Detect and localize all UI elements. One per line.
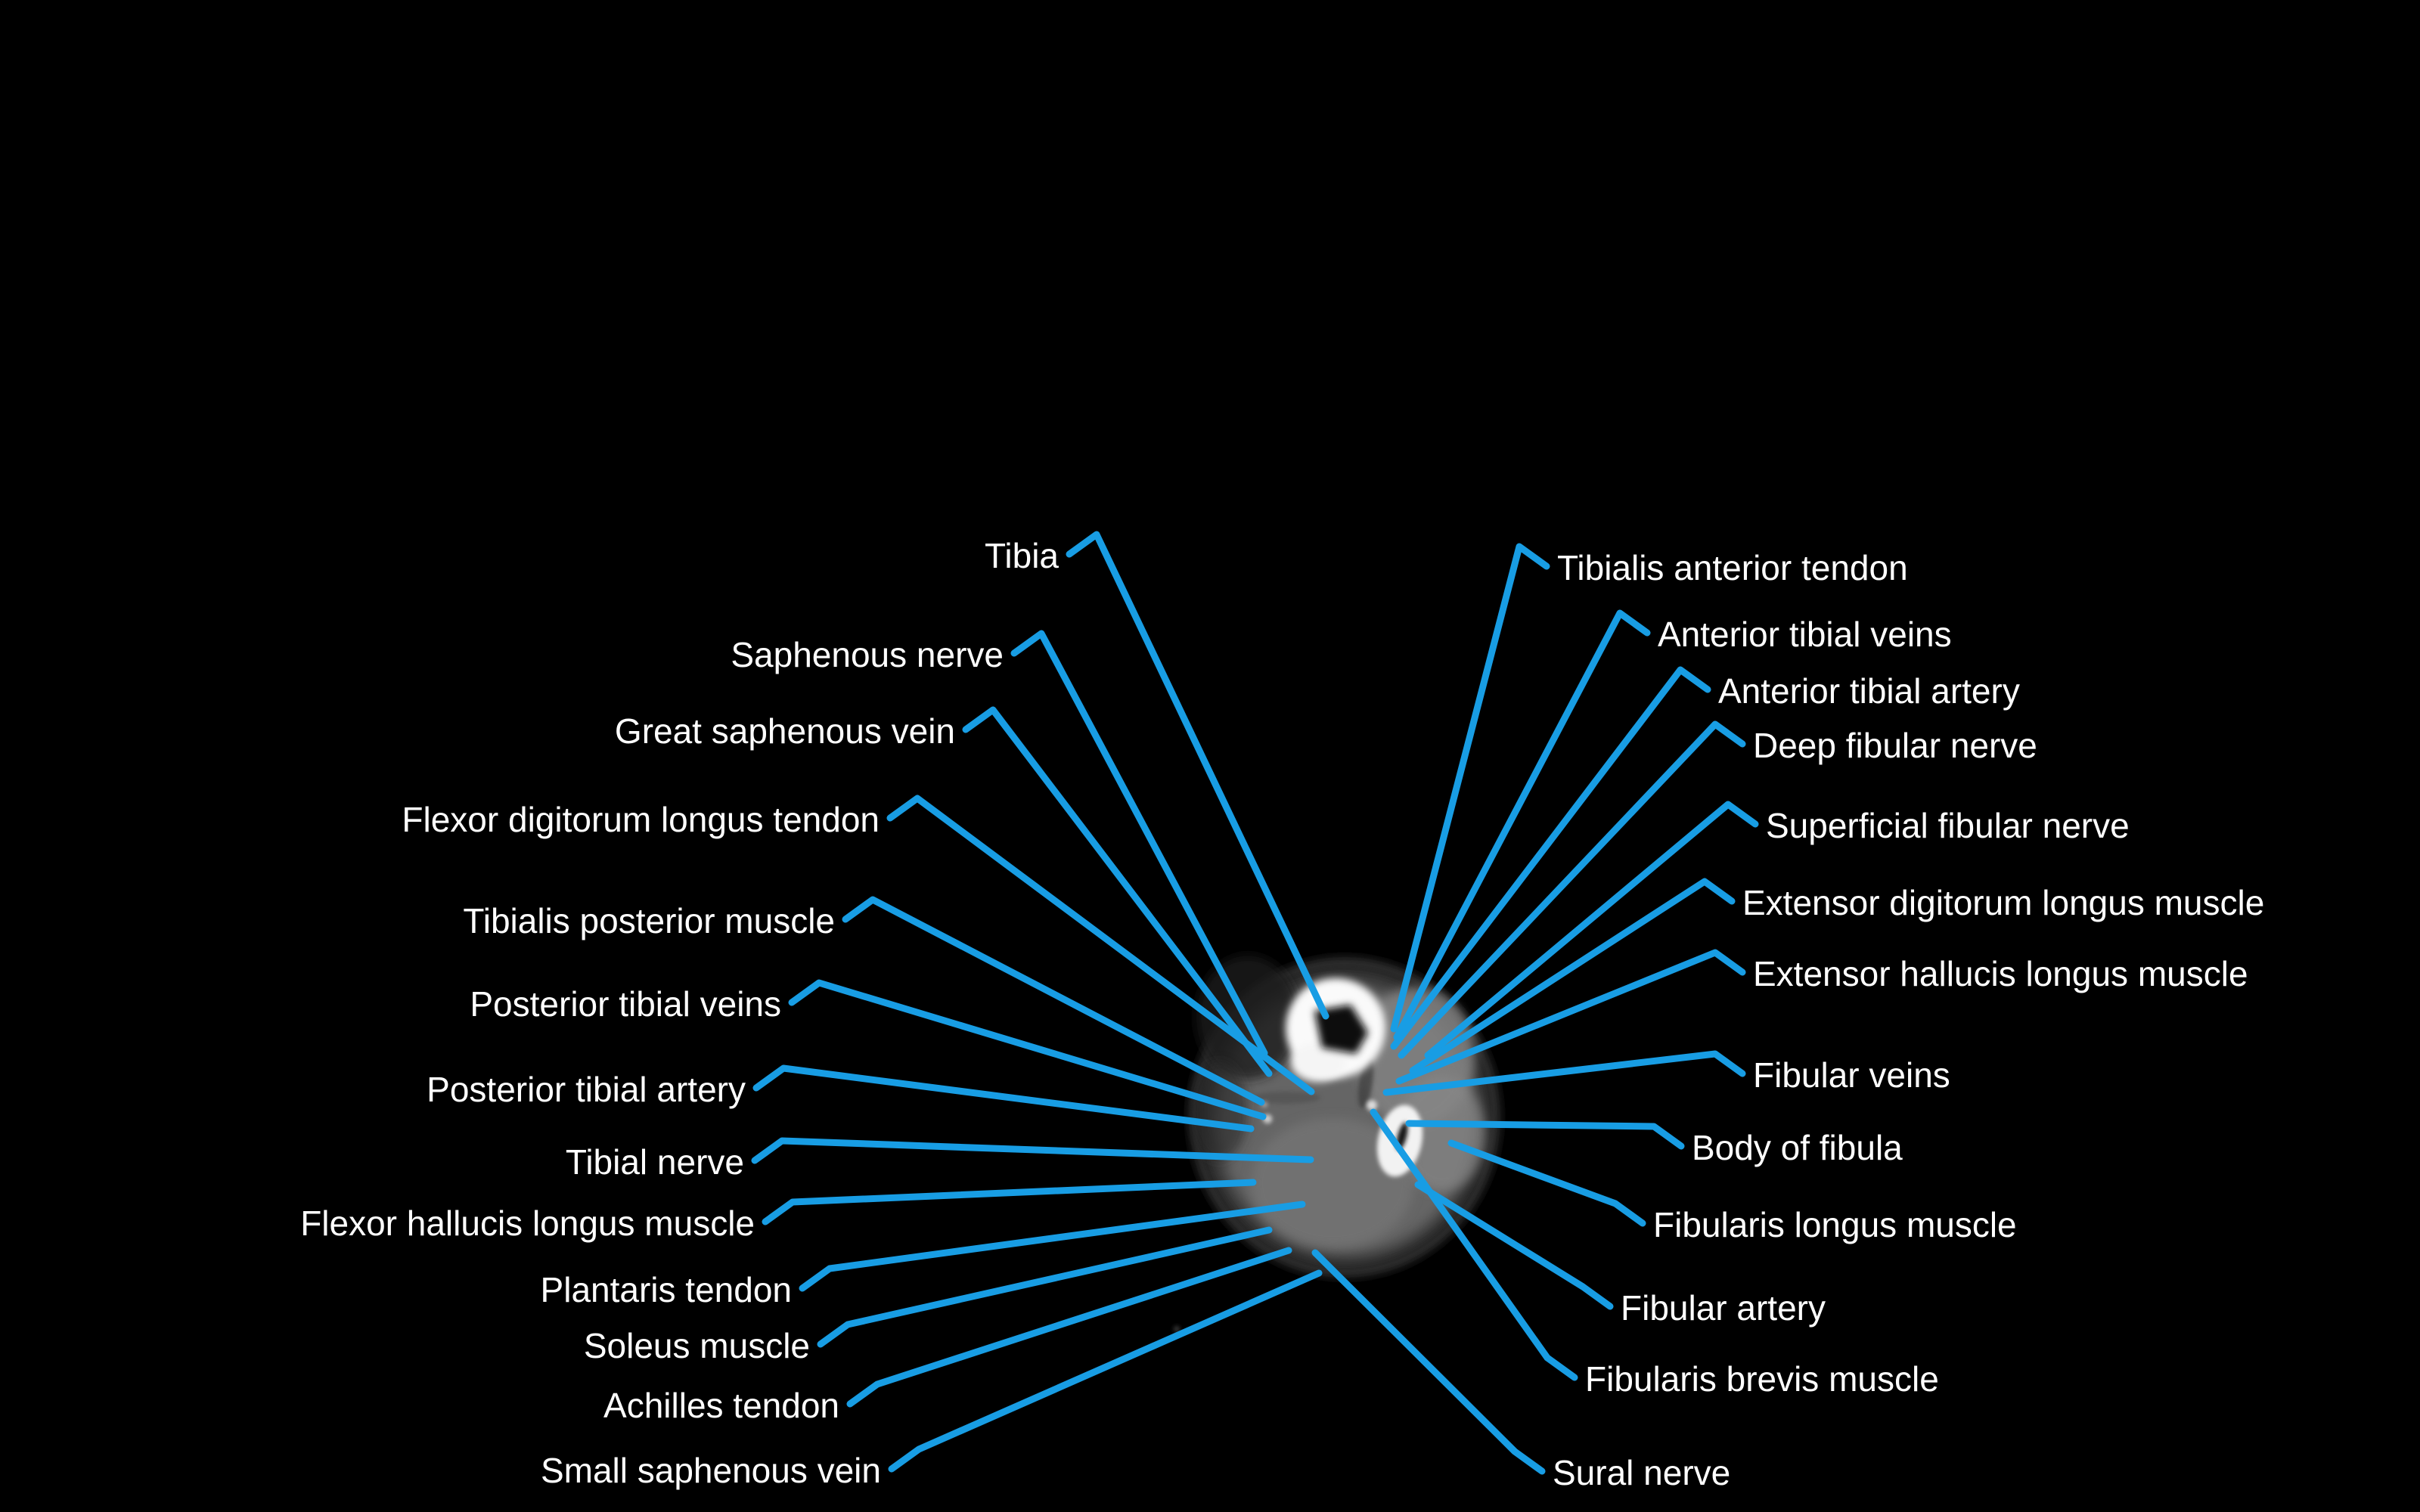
- anatomy-label-posterior-tibial-veins: Posterior tibial veins: [470, 984, 781, 1024]
- anatomy-label-anterior-tibial-veins: Anterior tibial veins: [1658, 615, 1952, 654]
- posterior-compartment-shading: [1251, 1118, 1414, 1248]
- anatomy-label-sural-nerve: Sural nerve: [1553, 1453, 1730, 1492]
- anatomy-label-saphenous-nerve: Saphenous nerve: [731, 635, 1004, 674]
- leader-line-tibialis-anterior-tendon: [1390, 543, 1550, 1033]
- tibia-bone-posteromedial-bump: [1291, 1043, 1345, 1082]
- leader-line-tibialis-posterior-muscle: [842, 896, 1265, 1106]
- noise-speck: [1174, 1326, 1180, 1332]
- leader-line-fibularis-brevis-muscle: [1370, 1108, 1578, 1381]
- lateral-compartment-shading: [1398, 1077, 1485, 1191]
- anatomy-label-fibularis-brevis-muscle: Fibularis brevis muscle: [1585, 1359, 1939, 1399]
- leader-line-fibular-artery: [1414, 1181, 1614, 1310]
- leader-line-flexor-digitorum-longus-tendon: [886, 795, 1315, 1095]
- anatomy-label-flexor-digitorum-longus-tendon: Flexor digitorum longus tendon: [402, 800, 880, 839]
- anatomy-label-small-saphenous-vein: Small saphenous vein: [541, 1451, 881, 1490]
- anatomy-label-tibial-nerve: Tibial nerve: [566, 1142, 744, 1182]
- anatomy-label-flexor-hallucis-longus-muscle: Flexor hallucis longus muscle: [300, 1204, 755, 1243]
- anatomy-label-fibularis-longus-muscle: Fibularis longus muscle: [1653, 1205, 2017, 1244]
- anatomy-label-extensor-hallucis-longus-muscle: Extensor hallucis longus muscle: [1753, 954, 2248, 993]
- leader-line-anterior-tibial-veins: [1393, 609, 1651, 1041]
- leader-line-achilles-tendon: [846, 1247, 1292, 1408]
- ct-scan-image: [1174, 956, 1500, 1332]
- leader-line-small-saphenous-vein: [888, 1269, 1323, 1473]
- anatomy-label-soleus-muscle: Soleus muscle: [584, 1326, 810, 1365]
- anterior-vessel-dot: [1367, 1100, 1377, 1111]
- leader-line-plantaris-tendon: [799, 1201, 1306, 1292]
- leader-line-deep-fibular-nerve: [1398, 720, 1746, 1059]
- leader-line-sural-nerve: [1311, 1249, 1546, 1475]
- leader-line-anterior-tibial-artery: [1390, 666, 1711, 1050]
- anatomy-label-posterior-tibial-artery: Posterior tibial artery: [427, 1070, 746, 1109]
- leader-line-flexor-hallucis-longus-muscle: [762, 1179, 1257, 1225]
- anatomy-label-tibia: Tibia: [985, 536, 1059, 575]
- leader-line-posterior-tibial-artery: [752, 1064, 1255, 1132]
- anatomy-label-fibular-artery: Fibular artery: [1621, 1288, 1826, 1328]
- leader-line-fibularis-longus-muscle: [1447, 1139, 1646, 1227]
- leader-line-great-saphenous-vein: [962, 706, 1273, 1077]
- leader-line-extensor-digitorum-longus-muscle: [1409, 878, 1736, 1074]
- leader-line-tibial-nerve: [751, 1137, 1314, 1164]
- anatomy-label-fibular-veins: Fibular veins: [1753, 1055, 1950, 1095]
- anatomy-label-tibialis-anterior-tendon: Tibialis anterior tendon: [1557, 548, 1908, 587]
- anatomy-label-body-of-fibula: Body of fibula: [1692, 1128, 1903, 1167]
- anatomy-label-achilles-tendon: Achilles tendon: [603, 1386, 839, 1425]
- leader-line-superficial-fibular-nerve: [1424, 801, 1759, 1059]
- leader-line-extensor-hallucis-longus-muscle: [1395, 949, 1746, 1085]
- leader-line-soleus-muscle: [817, 1226, 1273, 1348]
- leader-line-fibular-veins: [1382, 1050, 1746, 1096]
- leader-line-body-of-fibula: [1405, 1120, 1685, 1150]
- anatomy-label-deep-fibular-nerve: Deep fibular nerve: [1753, 726, 2037, 765]
- anatomy-label-tibialis-posterior-muscle: Tibialis posterior muscle: [463, 901, 835, 940]
- anatomy-label-plantaris-tendon: Plantaris tendon: [541, 1270, 792, 1309]
- anatomy-label-extensor-digitorum-longus-muscle: Extensor digitorum longus muscle: [1742, 883, 2264, 922]
- leader-line-tibia: [1066, 531, 1329, 1020]
- anatomy-label-anterior-tibial-artery: Anterior tibial artery: [1718, 671, 2020, 711]
- anatomy-label-superficial-fibular-nerve: Superficial fibular nerve: [1766, 806, 2130, 845]
- leader-line-saphenous-nerve: [1010, 630, 1268, 1057]
- anatomy-label-great-saphenous-vein: Great saphenous vein: [615, 711, 955, 751]
- leader-line-posterior-tibial-veins: [788, 979, 1267, 1120]
- fascial-crease: [1251, 1092, 1320, 1104]
